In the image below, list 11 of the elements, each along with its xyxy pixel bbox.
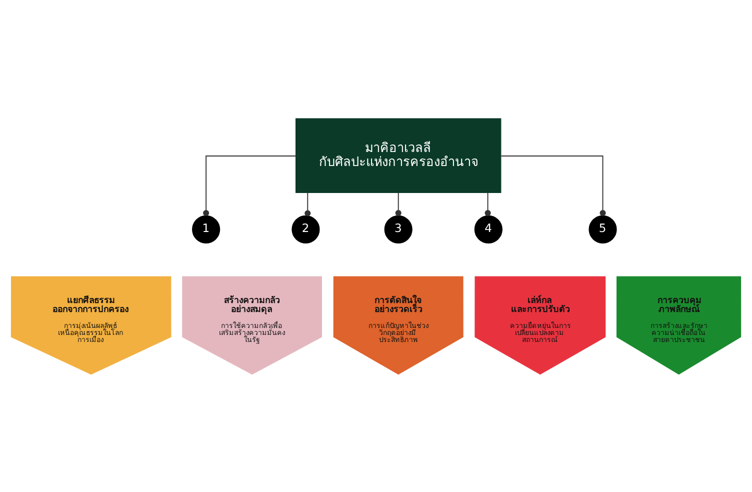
node-circle: 1 [192, 214, 220, 243]
connector [484, 192, 491, 216]
node-circle: 3 [384, 214, 412, 243]
connector [500, 154, 606, 216]
connector [395, 192, 402, 216]
connector [304, 192, 311, 216]
node-circle: 5 [588, 214, 617, 243]
node-circle: 4 [474, 214, 502, 243]
node-circle: 2 [292, 214, 320, 243]
connector [203, 154, 296, 216]
node-box: มาคิอาเวลลี กับศิลปะแห่งการครองอำนาจ [296, 118, 502, 192]
